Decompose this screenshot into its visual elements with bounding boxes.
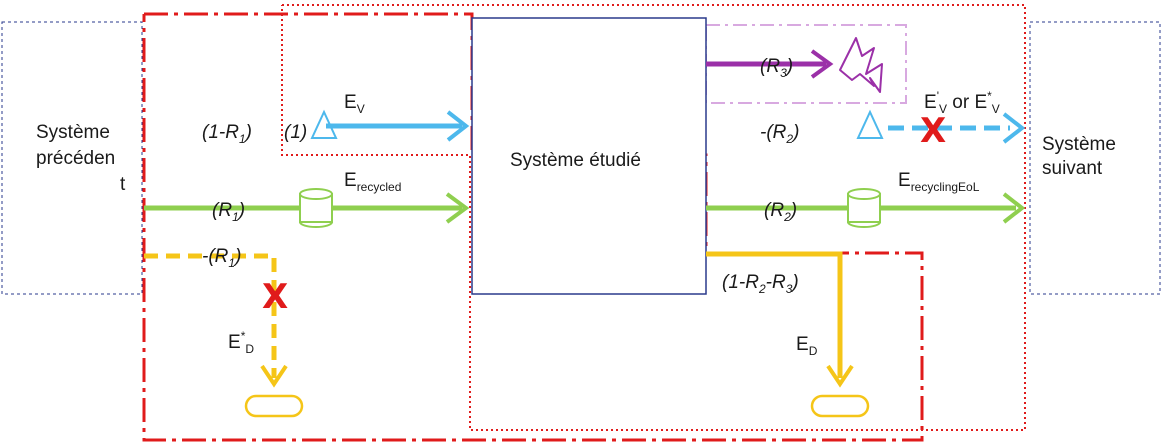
one-minus-r2-r3-label: (1-R2-R3) bbox=[722, 272, 799, 296]
recycling-eol-arrow-head bbox=[1002, 192, 1026, 224]
disposal-dashed-path bbox=[144, 253, 277, 378]
next-system-label: Système suivant bbox=[1042, 134, 1116, 179]
triangle-icon bbox=[856, 109, 884, 139]
cylinder-icon bbox=[847, 188, 881, 228]
ev-prime-label: E'V or E*V bbox=[924, 89, 1000, 116]
r3-label: (R3) bbox=[760, 56, 793, 80]
ed-star-label: E*D bbox=[228, 329, 254, 356]
svg-text:précéden: précéden bbox=[36, 148, 115, 169]
disposal-arrow-head bbox=[826, 364, 854, 388]
previous-system-label: Système précéden t bbox=[36, 122, 126, 195]
one-label: (1) bbox=[284, 122, 307, 143]
next-system-box bbox=[1029, 21, 1161, 295]
svg-text:Système: Système bbox=[36, 122, 110, 143]
svg-text:suivant: suivant bbox=[1042, 158, 1103, 179]
ev-prime-arrow-head bbox=[1002, 112, 1026, 144]
cross-icon: X bbox=[262, 277, 288, 317]
svg-text:t: t bbox=[120, 174, 126, 195]
erecycling-eol-label: ErecyclingEoL bbox=[898, 170, 980, 194]
r2-label: (R2) bbox=[764, 200, 797, 224]
svg-text:Système: Système bbox=[1042, 134, 1116, 155]
studied-system-label: Système étudié bbox=[510, 150, 641, 171]
disposal-arrow-head bbox=[260, 364, 288, 388]
cross-icon: X bbox=[920, 111, 946, 151]
cylinder-icon bbox=[299, 188, 333, 228]
studied-system-box bbox=[471, 17, 707, 295]
previous-system-box bbox=[1, 21, 143, 295]
ev-arrow-head bbox=[446, 110, 470, 142]
landfill-icon bbox=[244, 394, 304, 418]
recycled-arrow-head bbox=[445, 192, 470, 224]
minus-r1-label: -(R1) bbox=[202, 246, 241, 270]
r1-label: (R1) bbox=[212, 200, 245, 224]
disposal-path-right bbox=[706, 251, 843, 378]
r3-arrow-head bbox=[810, 49, 834, 79]
one-minus-r1-label: (1-R1) bbox=[202, 122, 252, 146]
landfill-icon bbox=[810, 394, 870, 418]
erecycled-label: Erecycled bbox=[344, 170, 401, 194]
ed-label: ED bbox=[796, 334, 818, 358]
energy-recovery-icon bbox=[839, 37, 883, 93]
boundary-dotted bbox=[281, 4, 1026, 431]
ev-label: EV bbox=[344, 92, 365, 116]
triangle-icon bbox=[310, 109, 338, 139]
minus-r2-label: -(R2) bbox=[760, 122, 799, 146]
